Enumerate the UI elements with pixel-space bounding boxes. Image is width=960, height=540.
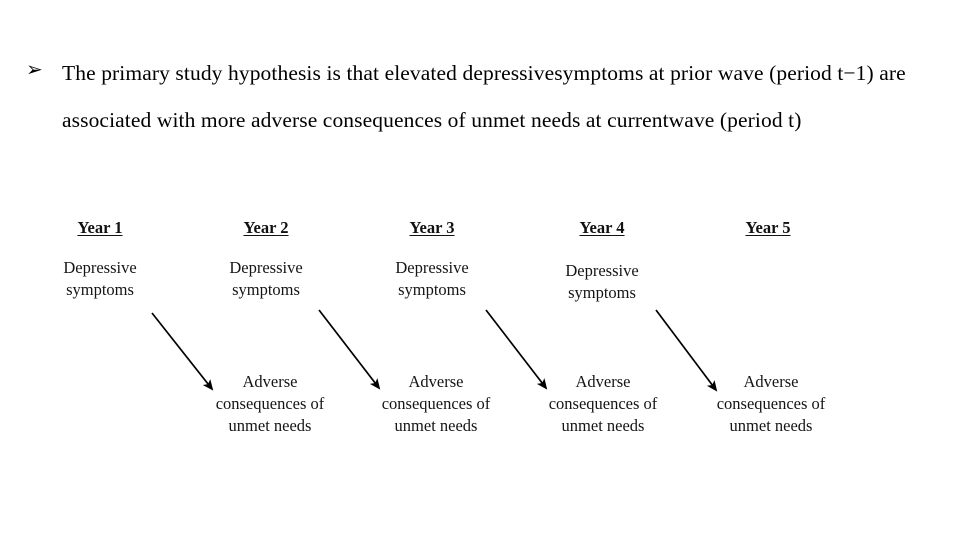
adverse-line-1: Adverse: [408, 372, 464, 391]
adverse-line-2: consequences of: [215, 394, 325, 413]
depressive-symptoms-year-4: Depressive symptoms: [517, 260, 687, 304]
adverse-line-3: unmet needs: [561, 416, 645, 435]
depressive-line-2: symptoms: [66, 280, 134, 299]
year-label-2: Year 2: [243, 218, 289, 237]
year-label-3: Year 3: [409, 218, 455, 237]
depressive-line-1: Depressive: [229, 258, 303, 277]
adverse-line-2: consequences of: [716, 394, 826, 413]
adverse-line-1: Adverse: [242, 372, 298, 391]
depressive-symptoms-year-1: Depressive symptoms: [15, 257, 185, 301]
depressive-line-1: Depressive: [395, 258, 469, 277]
adverse-consequences-year-3: Adverse consequences of unmet needs: [351, 371, 521, 437]
depressive-line-1: Depressive: [63, 258, 137, 277]
depressive-line-1: Depressive: [565, 261, 639, 280]
depressive-symptoms-year-3: Depressive symptoms: [347, 257, 517, 301]
hypothesis-bullet: ➢ The primary study hypothesis is that e…: [26, 50, 926, 144]
adverse-line-3: unmet needs: [394, 416, 478, 435]
year-label-1: Year 1: [77, 218, 123, 237]
adverse-consequences-year-4: Adverse consequences of unmet needs: [518, 371, 688, 437]
year-label-5: Year 5: [745, 218, 791, 237]
depressive-line-2: symptoms: [232, 280, 300, 299]
cross-lagged-panel-diagram: Year 1 Depressive symptoms Year 2 Depres…: [0, 205, 960, 455]
depressive-symptoms-year-2: Depressive symptoms: [181, 257, 351, 301]
adverse-line-2: consequences of: [548, 394, 658, 413]
depressive-line-2: symptoms: [398, 280, 466, 299]
depressive-line-2: symptoms: [568, 283, 636, 302]
bullet-row: ➢ The primary study hypothesis is that e…: [26, 50, 926, 144]
adverse-line-1: Adverse: [743, 372, 799, 391]
adverse-consequences-year-5: Adverse consequences of unmet needs: [686, 371, 856, 437]
adverse-line-3: unmet needs: [228, 416, 312, 435]
adverse-line-3: unmet needs: [729, 416, 813, 435]
year-label-4: Year 4: [579, 218, 625, 237]
arrowhead-bullet-icon: ➢: [26, 57, 43, 81]
adverse-line-2: consequences of: [381, 394, 491, 413]
adverse-consequences-year-2: Adverse consequences of unmet needs: [185, 371, 355, 437]
adverse-line-1: Adverse: [575, 372, 631, 391]
hypothesis-text: The primary study hypothesis is that ele…: [62, 61, 912, 132]
